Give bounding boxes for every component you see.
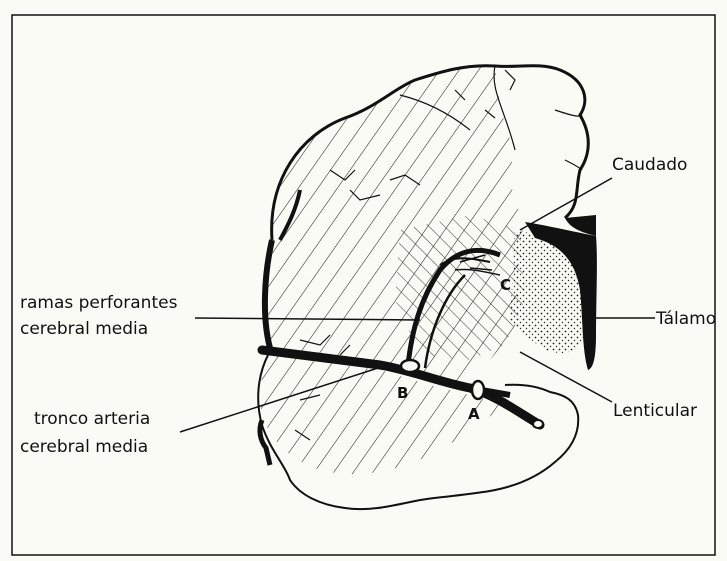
artery-end-marker [533,420,543,428]
point-a-marker [472,381,484,399]
label-tronco-line1: tronco arteria [34,409,150,429]
point-a-label: A [468,405,480,423]
point-b-label: B [397,384,408,402]
label-ramas-line1: ramas perforantes [20,293,178,313]
label-lenticular: Lenticular [613,401,697,421]
label-talamo: Tálamo [655,309,716,329]
label-caudado: Caudado [612,155,687,175]
point-c-label: C [500,276,511,294]
label-tronco-line2: cerebral media [20,437,148,457]
label-ramas-line2: cerebral media [20,319,148,339]
point-b-marker [401,360,419,372]
